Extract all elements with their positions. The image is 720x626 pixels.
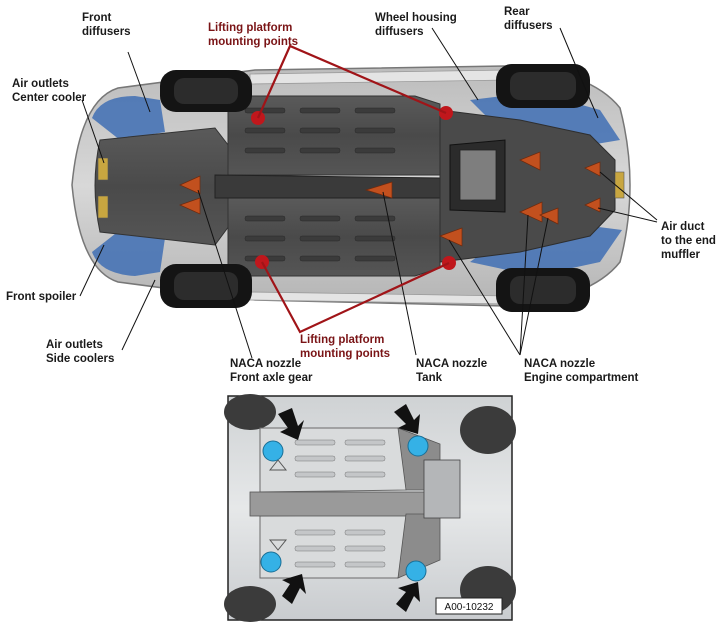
inset-tunnel	[249, 491, 451, 517]
panel-slots	[244, 107, 396, 262]
label-wheel-housing: Wheel housing diffusers	[375, 12, 460, 38]
air-duct-2	[584, 197, 601, 213]
label-naca-engine: NACA nozzle Engine compartment	[524, 358, 639, 384]
lift-point-inset: A00-10232	[224, 394, 516, 622]
center-cooler-outlet-bottom	[97, 195, 109, 219]
front-diffuser-left	[92, 96, 165, 140]
naca-engine-2	[519, 201, 543, 223]
label-rear-diffusers: Rear diffusers	[504, 6, 553, 32]
circle-marker-icon	[262, 440, 284, 462]
reference-code-box	[435, 597, 503, 615]
arrow-icon	[396, 582, 420, 612]
air-duct-1	[584, 161, 601, 177]
leader-lines	[79, 27, 658, 359]
car-underbody	[71, 64, 631, 312]
naca-engine-1	[439, 227, 463, 247]
label-front-spoiler: Front spoiler	[6, 291, 77, 303]
arrow-icon	[394, 404, 420, 434]
inset-engine	[423, 459, 461, 519]
arrow-icon	[278, 408, 304, 440]
label-front-diffusers: Front diffusers	[82, 12, 131, 38]
arrow-icon	[282, 574, 306, 604]
label-lifting-bottom: Lifting platform mounting points	[300, 334, 390, 360]
wheels	[160, 64, 590, 312]
reference-code: A00-10232	[445, 602, 494, 613]
circle-marker-icon	[405, 560, 427, 582]
labels: Front diffusers Lifting platform mountin…	[6, 6, 719, 384]
label-air-duct-end: Air duct to the end muffler	[661, 221, 719, 261]
label-air-outlets-side: Air outlets Side coolers	[46, 339, 114, 365]
inset-wheel	[224, 394, 276, 430]
center-tunnel	[214, 174, 441, 199]
naca-front-bottom	[179, 197, 201, 215]
naca-front-top	[179, 175, 201, 195]
naca-nozzles	[179, 151, 601, 247]
label-lifting-top: Lifting platform mounting points	[208, 22, 298, 48]
front-underplate	[94, 127, 233, 246]
inset-wheel	[460, 406, 516, 454]
rear-outlet	[614, 171, 625, 199]
label-naca-front: NACA nozzle Front axle gear	[230, 358, 313, 384]
naca-engine-4	[539, 207, 559, 225]
circle-marker-icon	[260, 551, 282, 573]
lift-leader-lines	[256, 44, 450, 334]
center-cooler-outlet-top	[97, 157, 109, 181]
engine-component	[459, 149, 497, 201]
naca-tank	[364, 181, 393, 199]
label-air-outlets-center: Air outlets Center cooler	[12, 78, 87, 104]
circle-marker-icon	[407, 435, 429, 457]
front-diffuser-right	[92, 230, 165, 276]
naca-engine-3	[519, 151, 541, 171]
inset-wheel	[224, 586, 276, 622]
label-naca-tank: NACA nozzle Tank	[416, 358, 490, 384]
